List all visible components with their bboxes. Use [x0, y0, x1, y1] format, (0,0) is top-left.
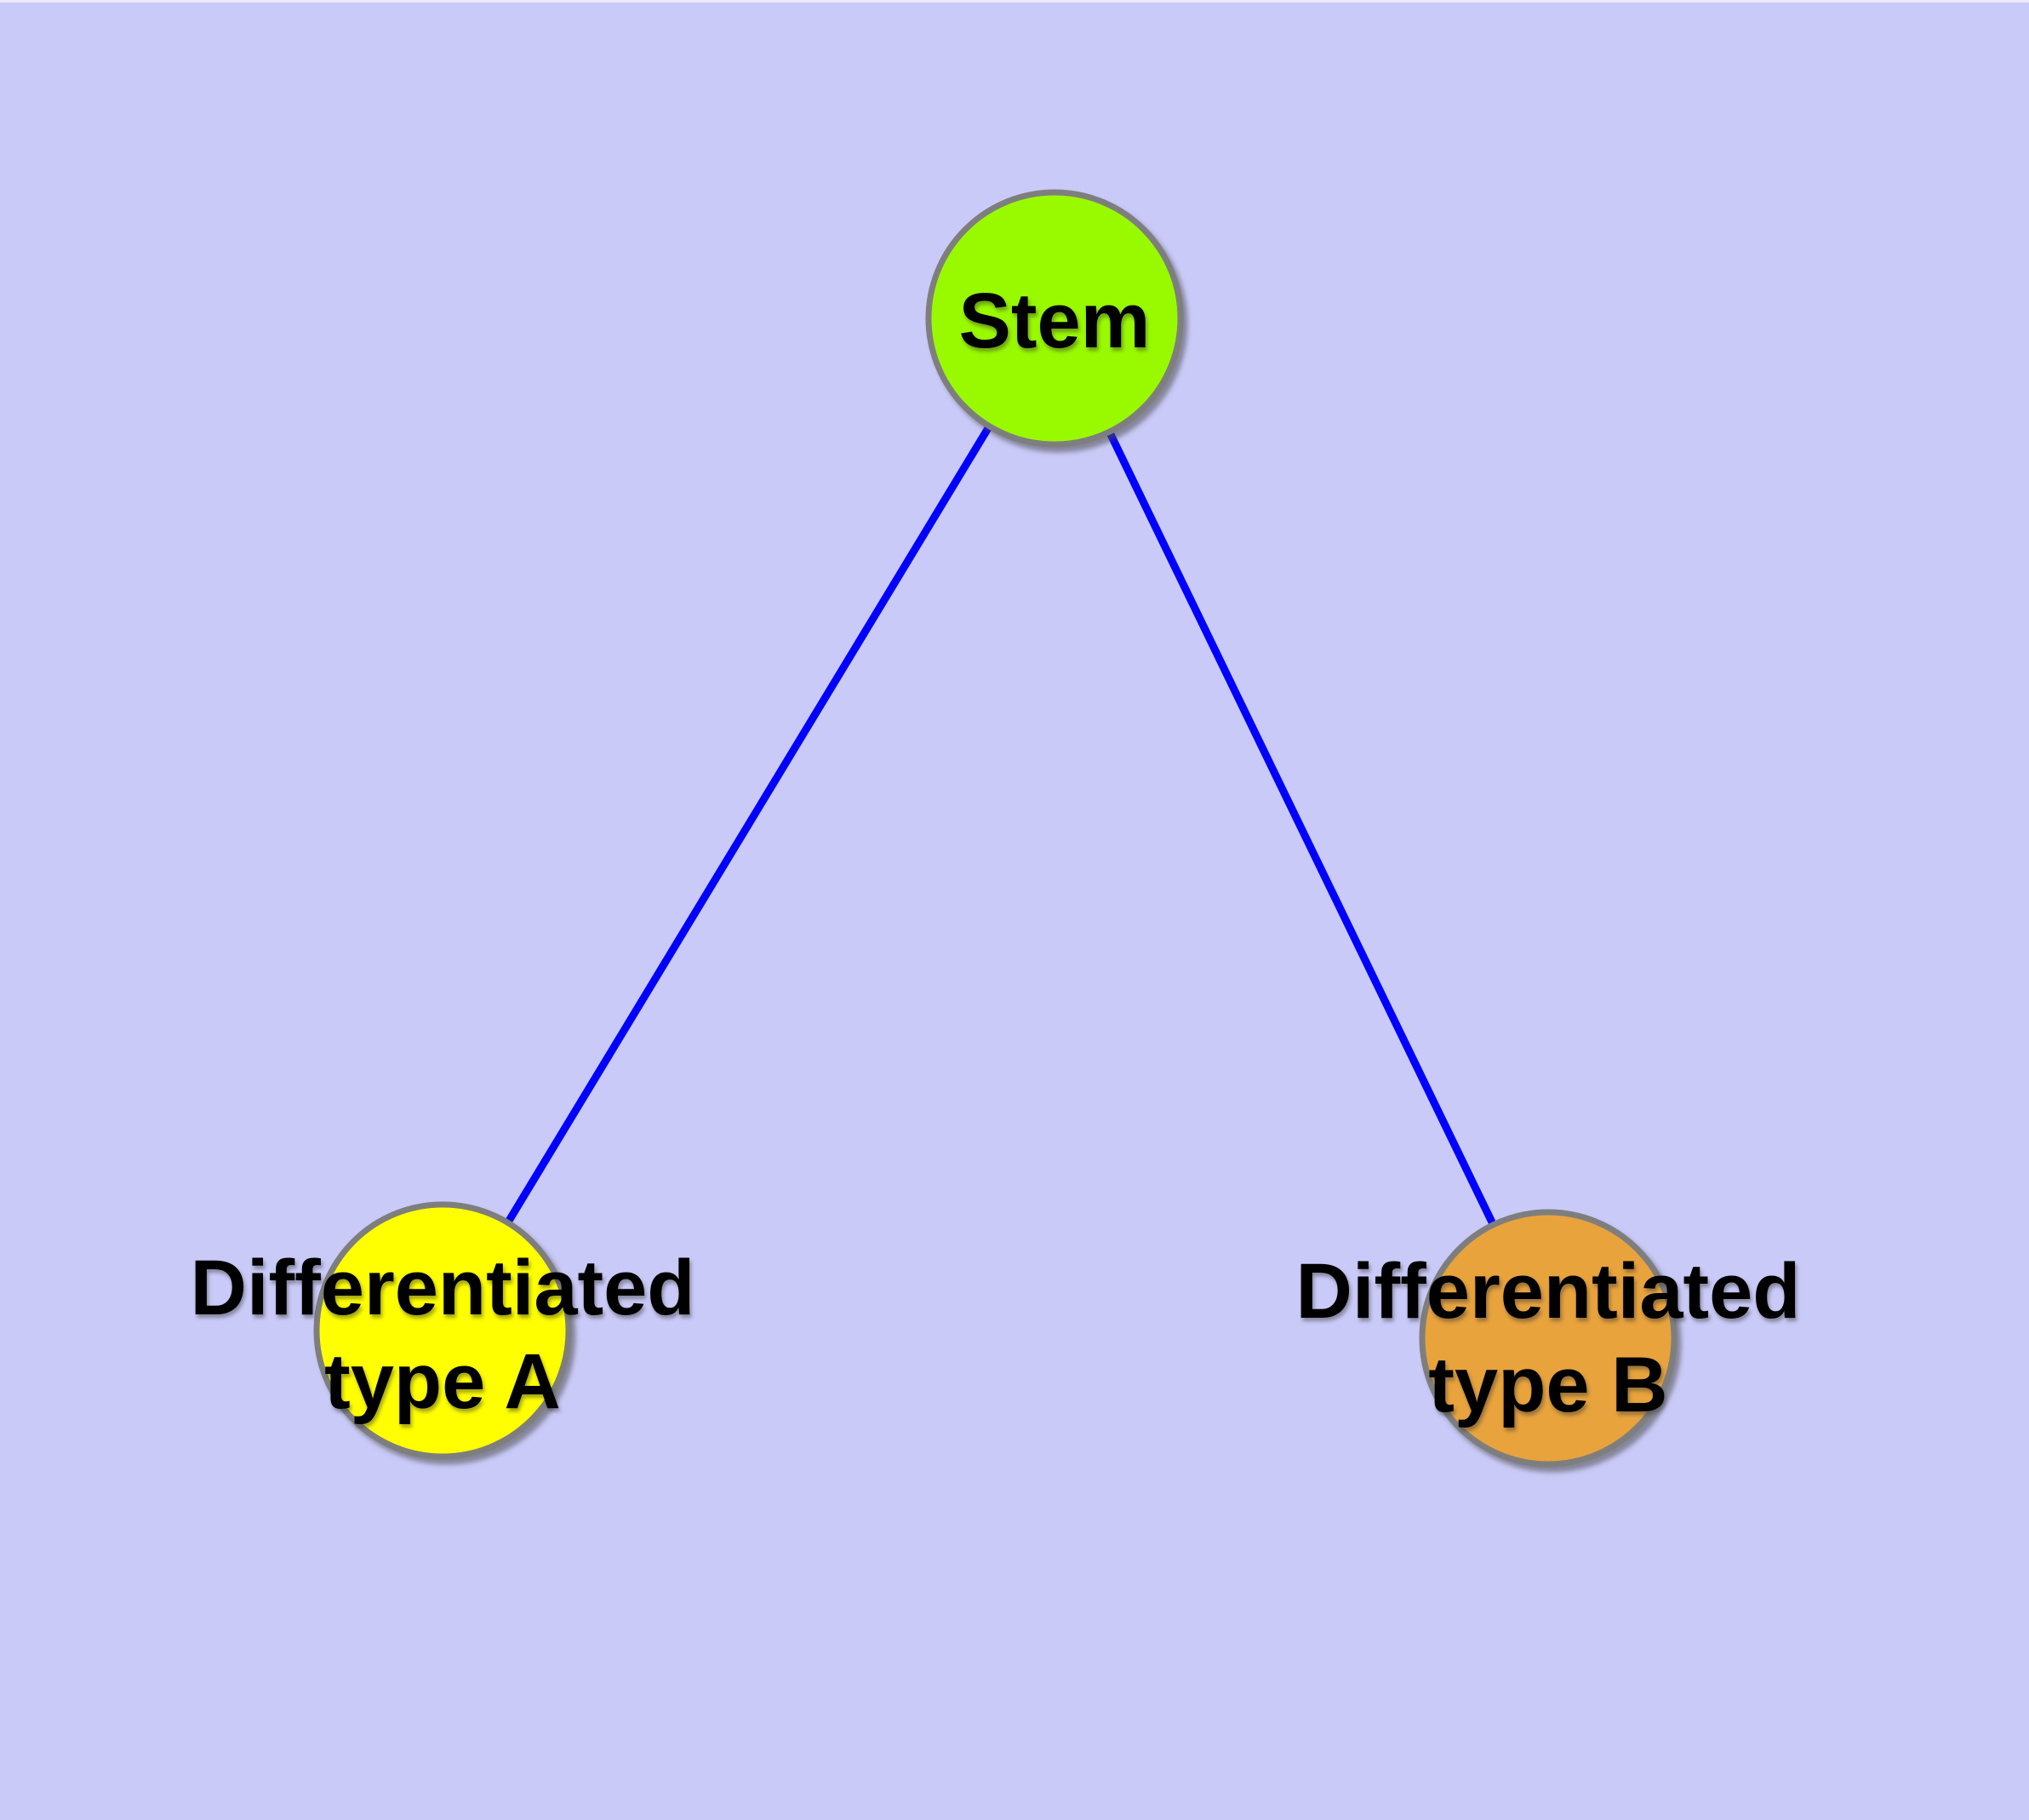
node-label-stem-text: Stem [958, 278, 1151, 364]
node-label-type-a-line2: type A [324, 1338, 561, 1425]
node-label-type-b: Differentiated type B [1296, 1245, 1801, 1432]
node-label-type-a-line1: Differentiated [190, 1245, 695, 1331]
edge-stem-to-type-a [439, 316, 1058, 1333]
node-label-type-a: Differentiated type A [191, 1241, 695, 1428]
top-margin-strip [0, 0, 2029, 3]
edge-stem-to-type-b [1050, 317, 1552, 1340]
node-label-stem: Stem [959, 274, 1151, 368]
node-stem [925, 189, 1184, 448]
node-label-type-b-line1: Differentiated [1295, 1248, 1801, 1335]
node-differentiated-type-b [1419, 1209, 1677, 1468]
node-differentiated-type-a [313, 1201, 572, 1460]
node-label-type-b-line2: type B [1428, 1342, 1668, 1428]
